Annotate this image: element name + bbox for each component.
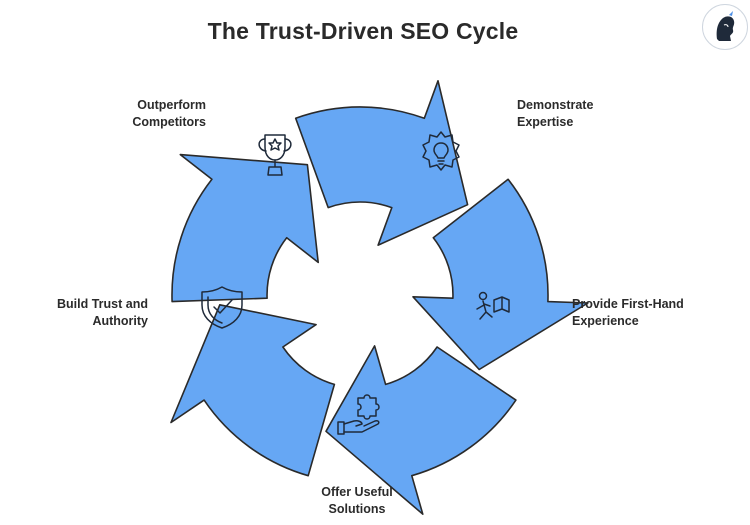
label-demonstrate-expertise: Demonstrate Expertise xyxy=(517,98,594,129)
person-running-book-icon xyxy=(476,291,510,320)
label-outperform-competitors: Outperform Competitors xyxy=(132,98,206,129)
label-build-trust-authority: Build Trust and Authority xyxy=(57,297,148,328)
label-useful-solutions: Offer Useful Solutions xyxy=(321,485,393,516)
shield-check-icon xyxy=(201,286,243,329)
profile-avatar-icon xyxy=(705,7,745,47)
label-first-hand-experience: Provide First-Hand Experience xyxy=(572,297,684,328)
cycle-ring xyxy=(170,80,589,515)
cycle-segment-demonstrate-expertise xyxy=(294,80,469,246)
profile-avatar[interactable] xyxy=(702,4,748,50)
diagram-title: The Trust-Driven SEO Cycle xyxy=(207,18,519,44)
hand-puzzle-icon xyxy=(337,394,380,435)
cycle-segment-trust-authority xyxy=(170,304,336,477)
cycle-segment-outperform-competitors xyxy=(171,153,319,303)
gear-lightbulb-icon xyxy=(422,131,460,171)
cycle-segment-first-hand-experience xyxy=(412,178,589,371)
trophy-star-icon xyxy=(258,134,292,176)
cycle-segment-useful-solutions xyxy=(325,345,517,515)
